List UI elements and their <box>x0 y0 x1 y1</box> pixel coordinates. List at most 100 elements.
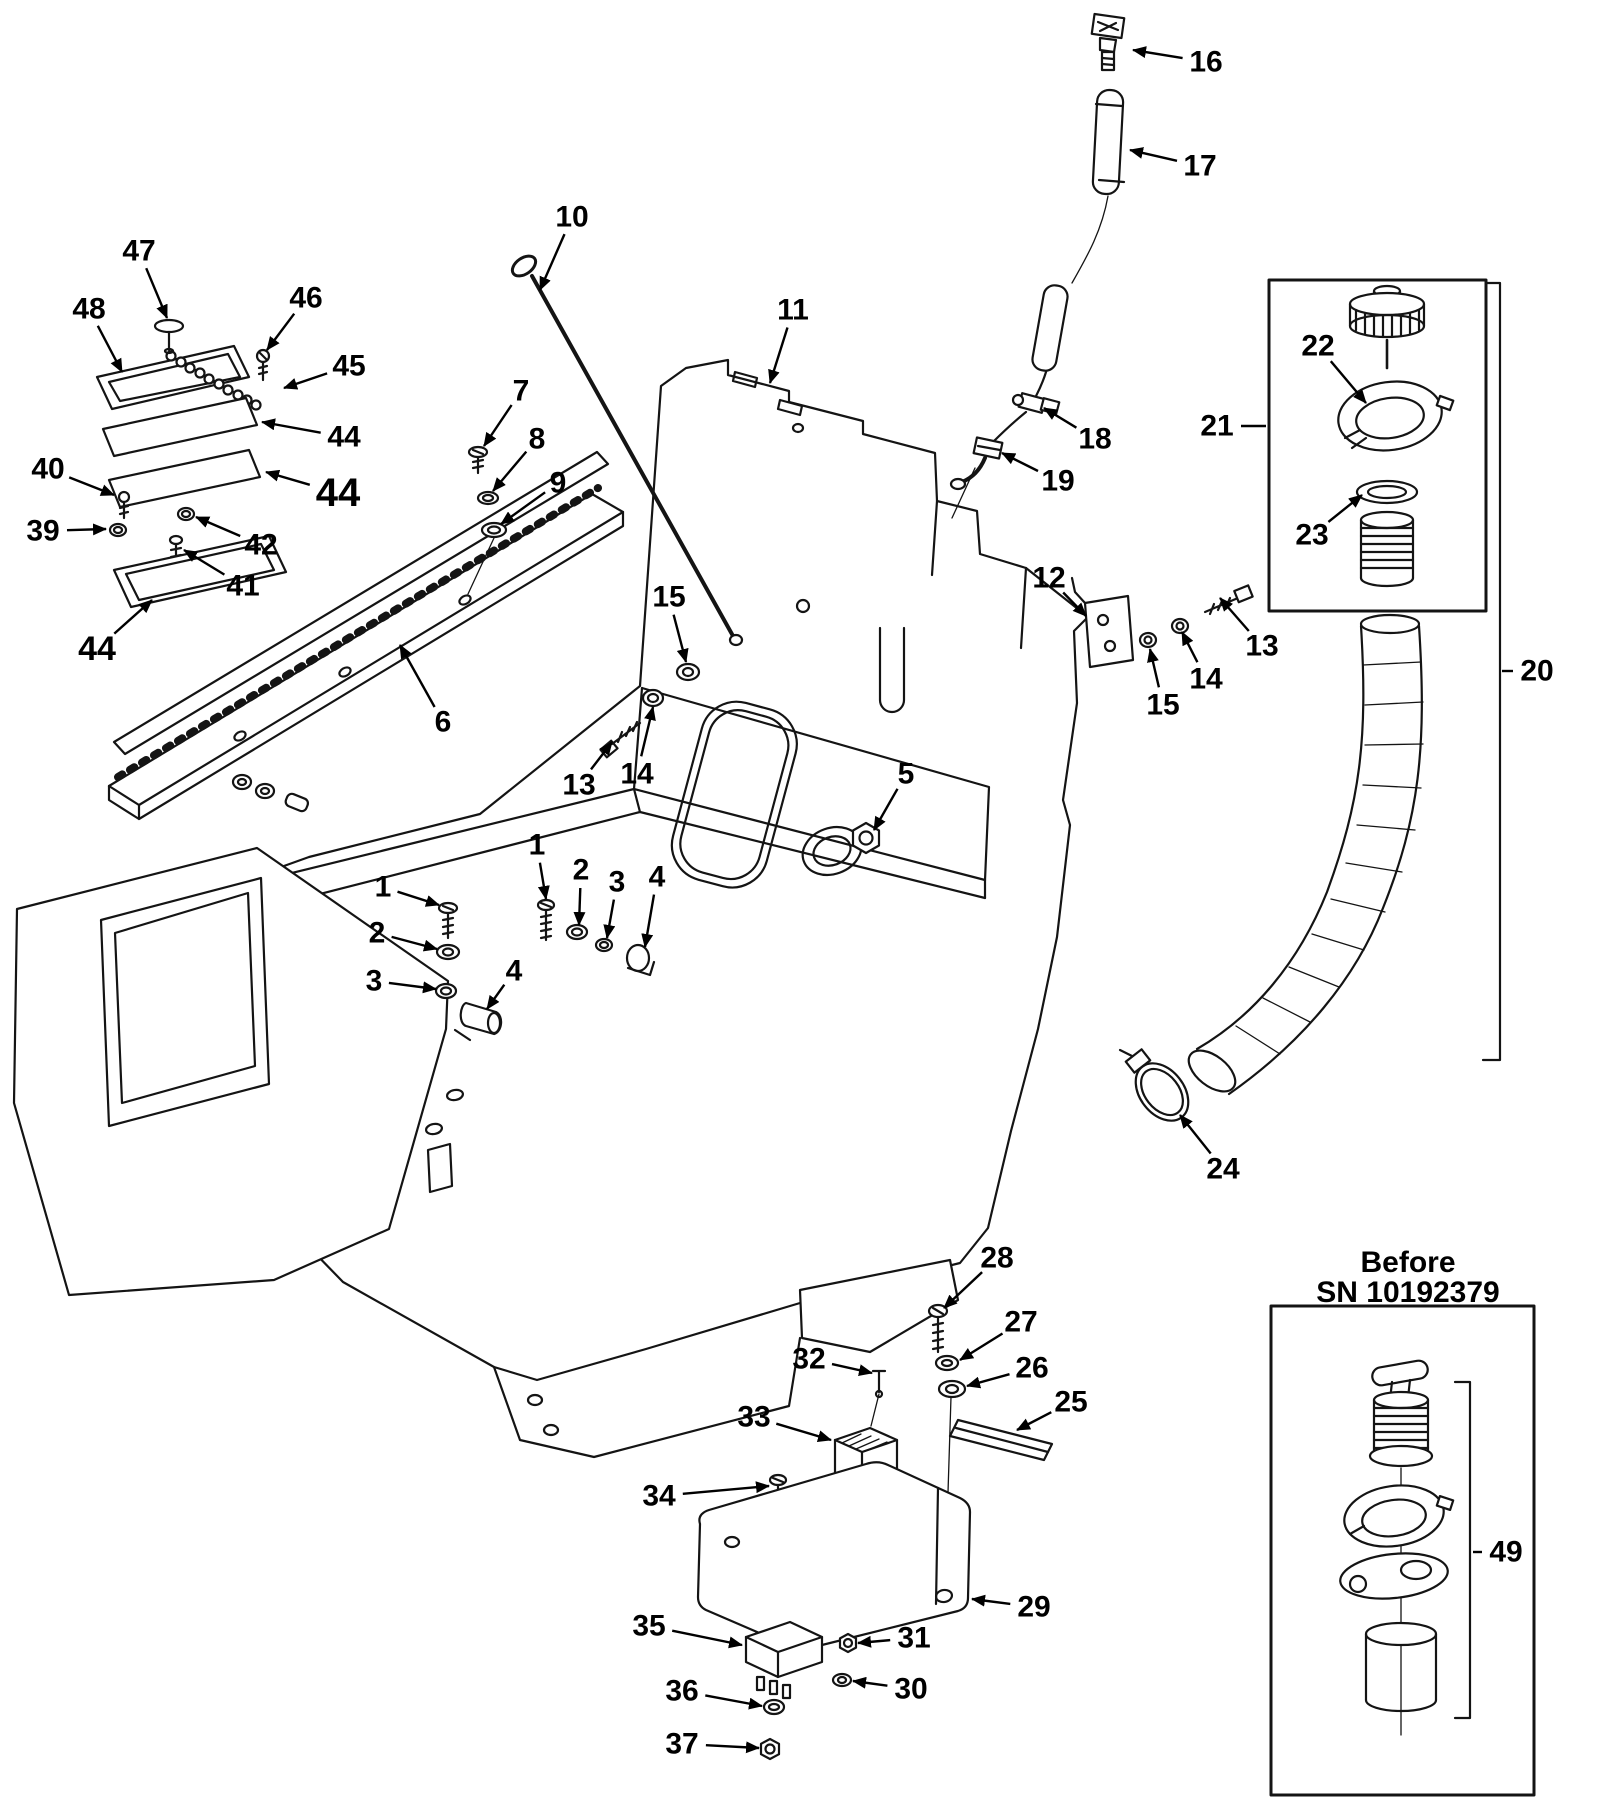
callout-leader-13 <box>1219 597 1250 632</box>
callout-leader-15 <box>672 614 689 663</box>
callout-leader-23 <box>1327 494 1363 523</box>
part-26-washer <box>937 1379 967 1399</box>
part-3-washer <box>594 937 614 953</box>
callout-13: 13 <box>1245 630 1278 663</box>
callout-leader-39 <box>66 523 107 536</box>
callout-leader-44 <box>265 469 311 486</box>
part-36-washer <box>762 1698 786 1716</box>
callout-40: 40 <box>31 453 64 486</box>
callout-18: 18 <box>1078 423 1111 456</box>
callout-leader-5 <box>872 788 899 831</box>
callout-5: 5 <box>898 758 915 791</box>
cap-assembly-box-21 <box>1267 278 1488 613</box>
callout-20: 20 <box>1520 655 1553 688</box>
callout-leader-44 <box>261 418 321 434</box>
callout-3: 3 <box>609 866 626 899</box>
callout-leader-32 <box>831 1362 873 1377</box>
part-44-plate-1 <box>101 396 259 458</box>
callout-leader-34 <box>682 1481 770 1495</box>
callout-leader-7 <box>483 404 513 447</box>
part-47-plug <box>153 318 185 355</box>
hardware-set-1-4-left <box>434 901 503 1042</box>
top-left-plate-assembly <box>95 318 288 609</box>
callout-leader-42 <box>195 515 241 538</box>
callout-11: 11 <box>777 294 809 327</box>
callout-6: 6 <box>435 706 452 739</box>
callout-leader-47 <box>145 267 169 319</box>
callout-49: 49 <box>1489 1536 1522 1569</box>
callout-37: 37 <box>665 1728 698 1761</box>
callout-2: 2 <box>369 917 386 950</box>
callout-leader-10 <box>538 233 566 291</box>
callout-19: 19 <box>1041 465 1074 498</box>
before-sn-box <box>1269 1304 1536 1797</box>
part-37-nut <box>759 1737 781 1761</box>
callout-1: 1 <box>375 871 392 904</box>
callout-leader-29 <box>971 1594 1011 1607</box>
part-49-clamp <box>1343 1484 1455 1548</box>
part-32-pin <box>871 1369 887 1399</box>
callout-16: 16 <box>1189 46 1222 79</box>
fuel-line-assembly <box>949 12 1126 519</box>
callout-44: 44 <box>327 421 361 454</box>
callout-14: 14 <box>1189 663 1223 696</box>
part-27-washer <box>934 1354 960 1372</box>
callout-26: 26 <box>1015 1352 1048 1385</box>
callout-leader-15 <box>1147 648 1161 688</box>
part-12-bracket <box>1070 576 1135 669</box>
callout-23: 23 <box>1295 519 1328 552</box>
part-14-washer-left <box>641 688 665 708</box>
callout-leader-9 <box>500 491 546 525</box>
part-14-washer-right <box>1170 617 1190 635</box>
callout-leader-27 <box>959 1332 1004 1362</box>
tank-bottom-skirt <box>798 1258 960 1354</box>
hood-handle-opening <box>99 876 271 1128</box>
callout-leader-31 <box>857 1635 891 1648</box>
callout-leader-19 <box>1001 451 1039 473</box>
callout-41: 41 <box>226 570 259 603</box>
callout-leader-4 <box>486 984 506 1010</box>
part-42-washer <box>176 506 196 522</box>
part-41-screw <box>168 534 184 568</box>
part-49-gasket-plate <box>1339 1552 1449 1600</box>
callout-34: 34 <box>642 1480 676 1513</box>
fuel-cap <box>1348 284 1426 370</box>
bottom-center-assembly <box>696 1303 1054 1761</box>
callout-leader-8 <box>492 450 528 492</box>
part-3-washer <box>434 982 458 1000</box>
callout-47: 47 <box>122 235 155 268</box>
part-29-bracket <box>696 1461 972 1651</box>
callout-leader-1 <box>397 890 440 907</box>
part-28-screw <box>927 1303 949 1354</box>
callout-leader-33 <box>775 1422 832 1443</box>
filler-neck-coupler <box>1359 510 1415 588</box>
part-44-plate-2 <box>107 448 262 509</box>
part-20-hose <box>1187 613 1424 1096</box>
callout-24: 24 <box>1206 1153 1240 1186</box>
callout-leader-12 <box>1062 591 1087 617</box>
callout-leader-30 <box>852 1676 888 1689</box>
callout-9: 9 <box>550 467 567 500</box>
callout-leader-17 <box>1129 147 1178 162</box>
part-4-clamp <box>625 943 656 977</box>
callout-21: 21 <box>1200 410 1233 443</box>
part-16-valve <box>1090 12 1126 72</box>
part-46-screw <box>255 348 271 382</box>
callout-leader-1 <box>537 862 550 900</box>
part-4-clamp <box>453 1001 503 1042</box>
part-25-pad <box>948 1418 1054 1462</box>
callout-12: 12 <box>1032 562 1065 595</box>
callout-33: 33 <box>737 1401 770 1434</box>
callout-25: 25 <box>1054 1386 1087 1419</box>
callout-48: 48 <box>72 293 105 326</box>
callout-3: 3 <box>366 965 383 998</box>
callout-leader-11 <box>768 327 789 384</box>
bracket-49 <box>1453 1380 1472 1720</box>
callout-leader-35 <box>671 1629 743 1649</box>
u-bracket-detail <box>878 626 906 714</box>
callout-8: 8 <box>529 423 546 456</box>
callout-leader-14 <box>1180 631 1199 663</box>
fuel-hose-segment <box>1031 284 1069 372</box>
part-45-chain <box>165 350 262 411</box>
